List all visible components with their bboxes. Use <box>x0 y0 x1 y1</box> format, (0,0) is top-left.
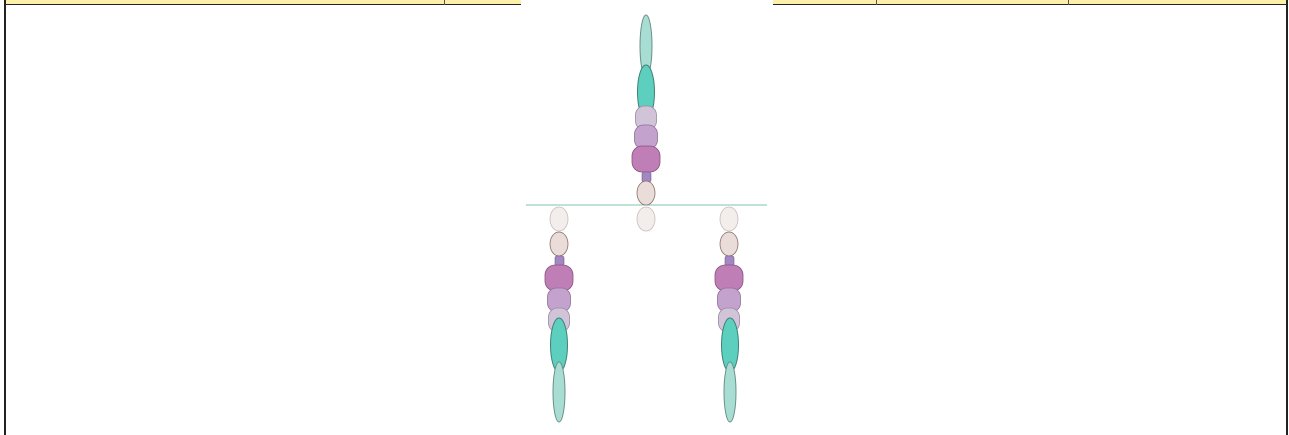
upper-lavender-segment <box>635 125 658 149</box>
lower-left-segmented-structure <box>545 207 573 422</box>
upper-segmented-structure <box>632 15 660 231</box>
lower-right-connector <box>725 256 734 266</box>
lower-left-ghost-bead <box>550 207 568 231</box>
upper-blush-bead <box>637 181 655 205</box>
lower-left-magenta-segment <box>545 265 573 291</box>
lower-left-connector <box>555 256 564 266</box>
upper-magenta-segment <box>632 146 660 172</box>
lower-right-segmented-structure <box>715 207 743 422</box>
lower-left-blush-bead <box>550 232 568 256</box>
upper-connector <box>642 172 651 182</box>
lower-right-magenta-segment <box>715 265 743 291</box>
lower-right-blush-bead <box>720 232 738 256</box>
lower-right-ghost-bead <box>720 207 738 231</box>
lower-left-pale-teal-tip <box>553 362 565 422</box>
lower-right-pale-teal-tip <box>724 362 736 422</box>
upper-ghost-bead <box>637 207 655 231</box>
